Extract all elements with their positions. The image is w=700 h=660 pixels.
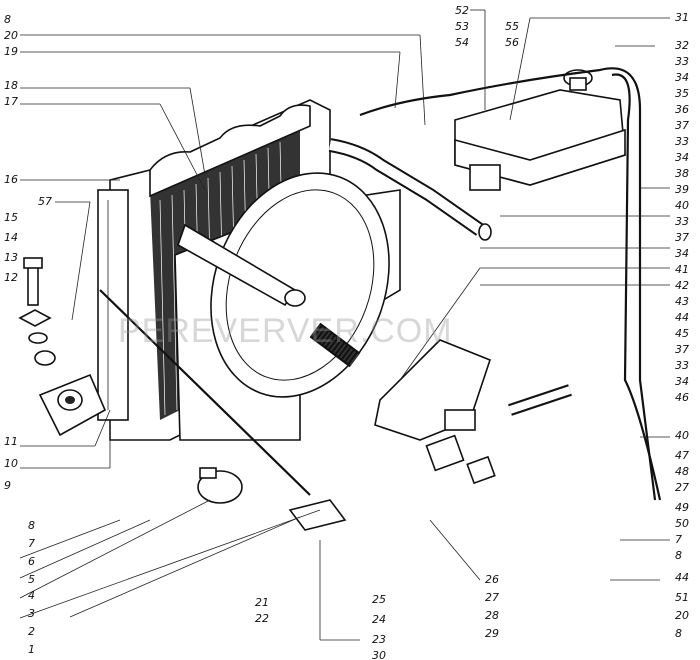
hose-clamp — [197, 467, 243, 504]
callout-38: 38 — [675, 167, 689, 180]
callout-40b: 40 — [675, 429, 689, 442]
callout-2: 2 — [28, 625, 35, 638]
water-pump-housing — [374, 339, 496, 485]
callout-53: 53 — [455, 20, 469, 33]
callout-25: 25 — [372, 593, 386, 606]
callout-9: 9 — [4, 479, 11, 492]
callout-44b: 44 — [675, 571, 689, 584]
bolt-and-washers — [18, 257, 56, 366]
callout-45: 45 — [675, 327, 689, 340]
upper-pipe — [177, 138, 492, 307]
callout-19: 19 — [4, 45, 18, 58]
callout-26: 26 — [485, 573, 499, 586]
callout-28: 28 — [485, 609, 499, 622]
callout-17: 17 — [4, 95, 18, 108]
callout-12: 12 — [4, 271, 18, 284]
callout-29: 29 — [485, 627, 499, 640]
callout-1: 1 — [28, 643, 35, 656]
callout-37b: 37 — [675, 231, 689, 244]
drain-rod — [99, 289, 311, 496]
lower-hose — [309, 322, 572, 416]
callout-55: 55 — [505, 20, 519, 33]
callout-21: 21 — [255, 596, 269, 609]
callout-27b: 27 — [675, 481, 689, 494]
callout-33d: 33 — [675, 359, 689, 372]
callout-24: 24 — [372, 613, 386, 626]
callout-34b: 34 — [675, 151, 689, 164]
callout-7: 7 — [28, 537, 35, 550]
callout-18: 18 — [4, 79, 18, 92]
callout-3: 3 — [28, 607, 35, 620]
callout-54: 54 — [455, 36, 469, 49]
callout-49: 49 — [675, 501, 689, 514]
callout-33b: 33 — [675, 135, 689, 148]
callout-39: 39 — [675, 183, 689, 196]
callout-56: 56 — [505, 36, 519, 49]
callout-23: 23 — [372, 633, 386, 646]
callout-22: 22 — [255, 612, 269, 625]
callout-8c: 8 — [675, 549, 682, 562]
callout-30: 30 — [372, 649, 386, 660]
callout-37c: 37 — [675, 343, 689, 356]
callout-13: 13 — [4, 251, 18, 264]
callout-37: 37 — [675, 119, 689, 132]
callout-52: 52 — [455, 4, 469, 17]
callout-34: 34 — [675, 71, 689, 84]
callout-34c: 34 — [675, 247, 689, 260]
callout-8: 8 — [4, 13, 11, 26]
callout-47: 47 — [675, 449, 689, 462]
callout-32: 32 — [675, 39, 689, 52]
callout-15: 15 — [4, 211, 18, 224]
drain-plate — [288, 499, 347, 531]
watermark: PEREVERVER.COM — [118, 312, 453, 350]
callout-36: 36 — [675, 103, 689, 116]
callout-41: 41 — [675, 263, 689, 276]
callout-20b: 20 — [675, 609, 689, 622]
callout-33: 33 — [675, 55, 689, 68]
callout-43: 43 — [675, 295, 689, 308]
callout-40: 40 — [675, 199, 689, 212]
callout-20: 20 — [4, 29, 18, 42]
callout-31: 31 — [675, 11, 689, 24]
callout-35: 35 — [675, 87, 689, 100]
callout-10: 10 — [4, 457, 18, 470]
expansion-tank — [454, 69, 626, 191]
callout-4-pos: 4 — [28, 589, 35, 602]
callout-34d: 34 — [675, 375, 689, 388]
callout-48: 48 — [675, 465, 689, 478]
leader-lines — [19, 9, 670, 641]
callout-14: 14 — [4, 231, 18, 244]
callout-50: 50 — [675, 517, 689, 530]
callout-5: 5 — [28, 573, 35, 586]
tank-hoses — [359, 67, 662, 501]
callout-8d: 8 — [675, 627, 682, 640]
callout-6: 6 — [28, 555, 35, 568]
callout-57: 57 — [38, 195, 52, 208]
mounting-bracket — [38, 373, 107, 437]
callout-33c: 33 — [675, 215, 689, 228]
callout-44: 44 — [675, 311, 689, 324]
callout-42: 42 — [675, 279, 689, 292]
callout-8b: 8 — [28, 519, 35, 532]
callout-11: 11 — [4, 435, 18, 448]
callout-46: 46 — [675, 391, 689, 404]
callout-7b: 7 — [675, 533, 682, 546]
callout-27: 27 — [485, 591, 499, 604]
callout-16: 16 — [4, 173, 18, 186]
callout-51: 51 — [675, 591, 689, 604]
